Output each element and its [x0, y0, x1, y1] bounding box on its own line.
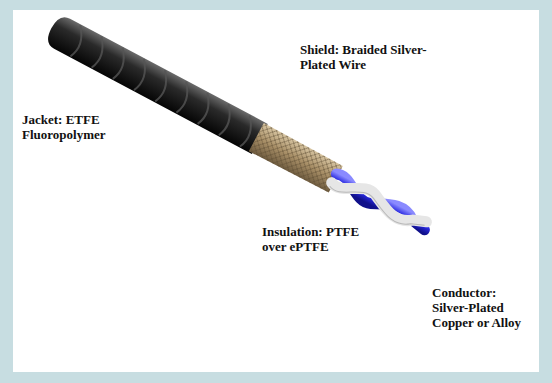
shield-label: Shield: Braided Silver-Plated Wire [300, 42, 430, 72]
jacket-label: Jacket: ETFE Fluoropolymer [22, 112, 122, 142]
conductor-label: Conductor: Silver-Plated Copper or Alloy [432, 285, 522, 330]
insulation-label: Insulation: PTFE over ePTFE [262, 224, 377, 254]
